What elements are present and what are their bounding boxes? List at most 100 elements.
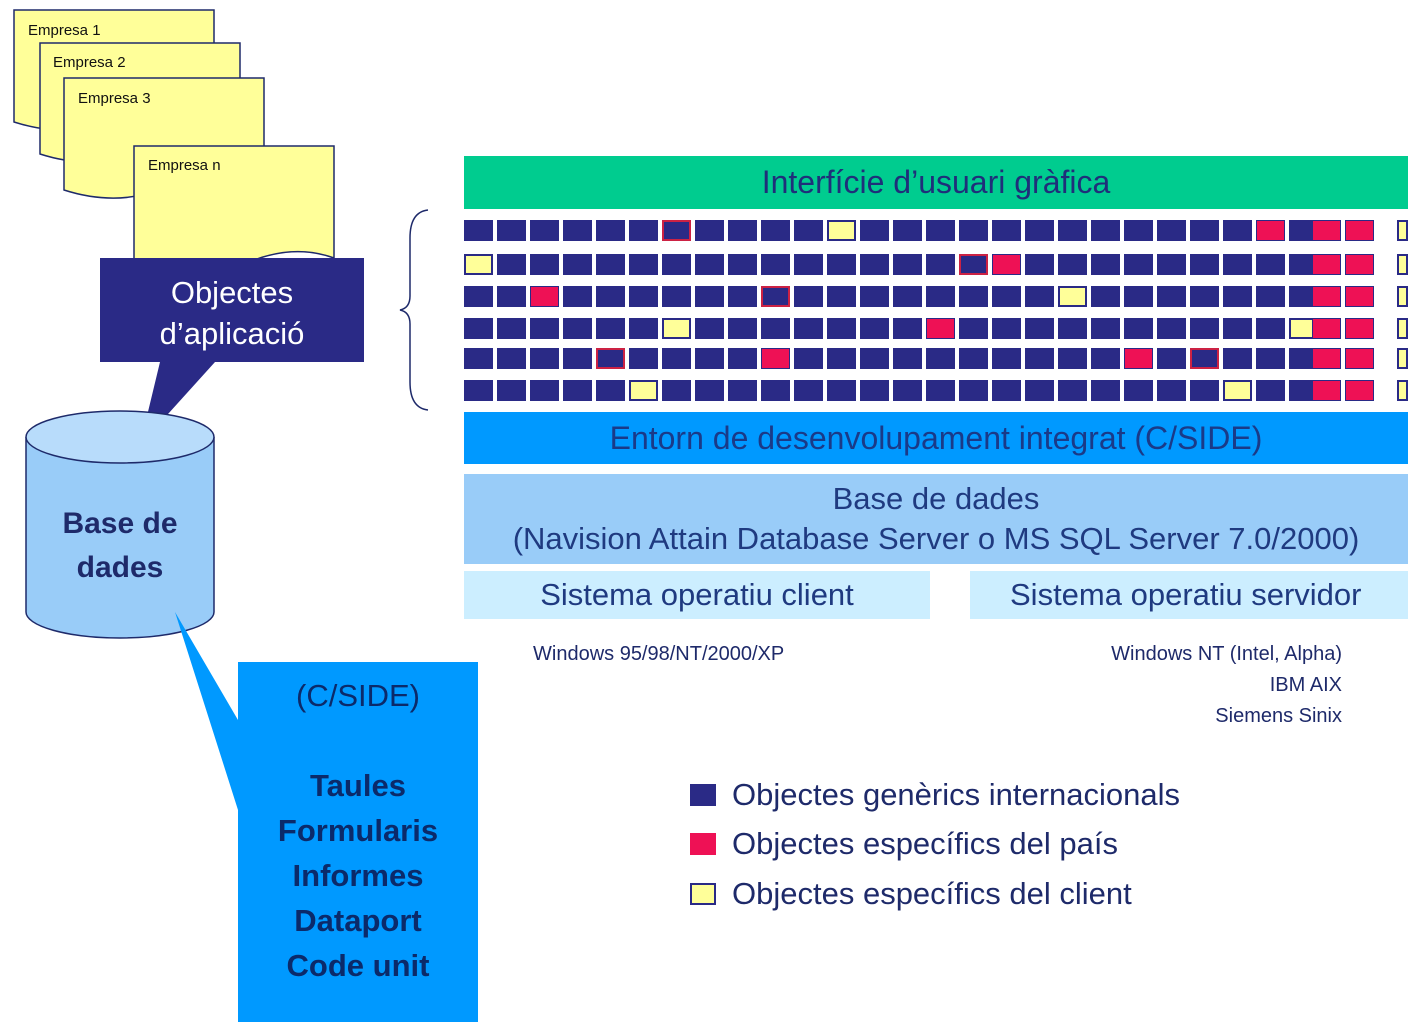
app-objects-label: Objectes d’aplicació (159, 275, 305, 351)
country-object-cell (1312, 286, 1341, 307)
generic-object-cell (728, 380, 757, 401)
generic-object-cell (662, 254, 691, 275)
generic-object-cell (464, 286, 493, 307)
country-object-cell (1345, 286, 1374, 307)
generic-object-cell (629, 254, 658, 275)
cside-item: Code unit (286, 948, 430, 983)
generic-object-cell (761, 318, 790, 339)
generic-object-cell (1091, 348, 1120, 369)
generic-object-cell (926, 254, 955, 275)
generic-object-cell (794, 286, 823, 307)
generic-object-cell (530, 380, 559, 401)
generic-object-cell (992, 348, 1021, 369)
generic-object-cell (959, 286, 988, 307)
country-object-cell (1312, 348, 1341, 369)
brace-icon (399, 209, 429, 411)
generic-object-cell (926, 348, 955, 369)
generic-object-cell (1223, 286, 1252, 307)
customer-object-cell (1223, 380, 1252, 401)
generic-object-cell (1025, 254, 1054, 275)
legend-generic-swatch (690, 784, 716, 806)
generic-object-cell (959, 220, 988, 241)
generic-object-cell (860, 380, 889, 401)
generic-object-cell (1091, 254, 1120, 275)
generic-object-cell (1058, 220, 1087, 241)
generic-object-cell (1124, 380, 1153, 401)
generic-object-cell (464, 380, 493, 401)
generic-object-cell (695, 318, 724, 339)
generic-object-cell (662, 348, 691, 369)
generic-object-cell (464, 318, 493, 339)
cside-title: (C/SIDE) (296, 678, 420, 713)
generic-object-cell (1058, 254, 1087, 275)
generic-object-cell (1256, 286, 1285, 307)
generic-object-cell (1124, 254, 1153, 275)
country-object-cell (761, 348, 790, 369)
customer-object-cell (629, 380, 658, 401)
generic-object-cell (695, 348, 724, 369)
country-object-cell (926, 318, 955, 339)
database-server-band: Base de dades (Navision Attain Database … (464, 474, 1408, 564)
left-diagram-shapes (25, 258, 478, 1022)
generic-object-cell (596, 254, 625, 275)
customer-object-cell (1397, 254, 1408, 275)
legend-country: Objectes específics del país (690, 826, 1118, 862)
generic-object-cell (926, 220, 955, 241)
customer-object-cell (1397, 348, 1408, 369)
generic-object-cell (794, 254, 823, 275)
customer-object-cell (827, 220, 856, 241)
generic-object-cell (1025, 348, 1054, 369)
generic-object-cell (497, 318, 526, 339)
country-object-cell (1312, 254, 1341, 275)
client-os-item: Windows 95/98/NT/2000/XP (533, 643, 785, 665)
generic-object-cell (563, 318, 592, 339)
company-doc-2-label: Empresa 2 (53, 54, 126, 71)
generic-object-cell (860, 254, 889, 275)
generic-object-cell (1190, 318, 1219, 339)
generic-object-cell (959, 380, 988, 401)
generic-object-cell (893, 380, 922, 401)
generic-object-cell (893, 286, 922, 307)
customer-object-cell (1397, 220, 1408, 241)
country-object-cell (1124, 348, 1153, 369)
legend-customer-label: Objectes específics del client (732, 876, 1132, 911)
generic-object-cell (530, 254, 559, 275)
generic-object-cell (1223, 318, 1252, 339)
generic-object-cell (530, 318, 559, 339)
generic-object-cell (695, 254, 724, 275)
generic-object-cell (563, 380, 592, 401)
generic-object-cell (893, 254, 922, 275)
generic-object-cell (992, 286, 1021, 307)
generic-object-cell (1190, 286, 1219, 307)
generic-object-cell (1157, 220, 1186, 241)
server-os-item: Siemens Sinix (1215, 705, 1342, 727)
generic-object-cell (1157, 254, 1186, 275)
country-object-cell (992, 254, 1021, 275)
generic-object-cell (1190, 220, 1219, 241)
generic-object-cell (926, 286, 955, 307)
country-object-cell (530, 286, 559, 307)
generic-object-cell (794, 348, 823, 369)
generic-object-cell (1157, 318, 1186, 339)
generic-object-cell (629, 348, 658, 369)
generic-object-cell (827, 318, 856, 339)
generic-object-cell (464, 220, 493, 241)
generic-object-cell (992, 318, 1021, 339)
generic-object-cell (728, 220, 757, 241)
generic-object-cell (860, 318, 889, 339)
legend-generic: Objectes genèrics internacionals (690, 777, 1180, 813)
generic-object-cell (761, 380, 790, 401)
generic-object-cell (497, 380, 526, 401)
generic-object-cell (1190, 254, 1219, 275)
generic-object-cell (959, 348, 988, 369)
generic-object-cell (893, 318, 922, 339)
database-server-title: Base de dades (832, 481, 1040, 516)
generic-object-cell (827, 348, 856, 369)
customer-object-cell (1058, 286, 1087, 307)
generic-object-cell (1190, 380, 1219, 401)
generic-object-cell (761, 220, 790, 241)
generic-object-cell (761, 254, 790, 275)
generic-object-cell (992, 220, 1021, 241)
generic-object-cell (1157, 348, 1186, 369)
gui-band: Interfície d’usuari gràfica (464, 156, 1408, 209)
